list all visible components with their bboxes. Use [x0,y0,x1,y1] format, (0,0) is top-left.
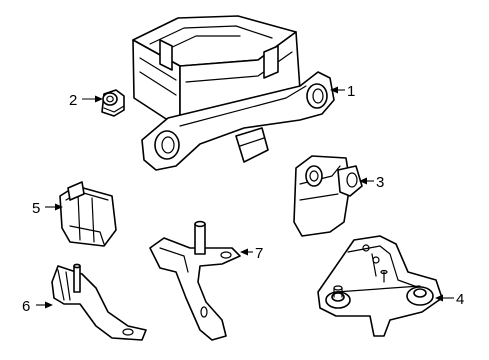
part-6-bracket [51,263,147,341]
callout-4-label: 4 [456,291,464,308]
callout-1-label: 1 [347,83,355,100]
callout-5-label: 5 [32,200,40,217]
callout-1: 1 [330,83,355,100]
callout-6-label: 6 [22,298,30,315]
callout-3: 3 [359,174,384,191]
part-3-sensor [293,155,363,237]
part-4-base-plate [317,235,443,337]
part-2-nut [101,89,125,117]
part-5-connector [59,181,117,247]
callout-3-label: 3 [376,174,384,191]
part-1-control-module [132,15,335,171]
callout-2-label: 2 [69,92,77,109]
callout-7: 7 [240,245,263,262]
callout-2: 2 [69,92,103,109]
callout-5: 5 [32,200,63,217]
callout-7-label: 7 [255,245,263,262]
callout-6: 6 [22,298,53,315]
part-7-bracket [149,220,241,341]
callout-4: 4 [435,291,464,308]
